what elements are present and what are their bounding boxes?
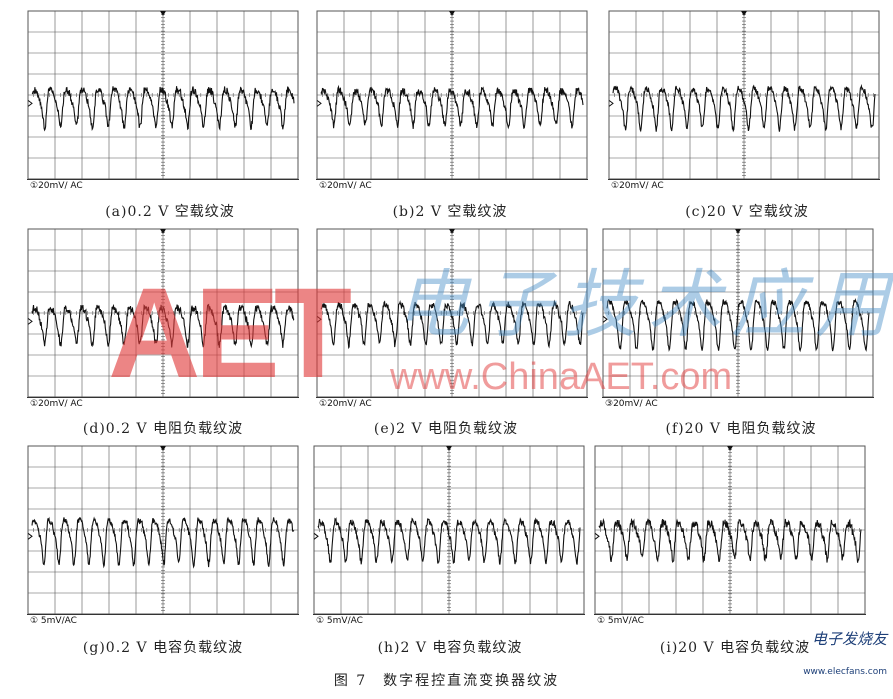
trigger-marker [727,446,733,451]
caption-e: (e)2 V 电阻负载纹波 [373,421,519,437]
ripple-trace [320,299,584,350]
trigger-marker [741,11,747,16]
scale-label: ①20mV/ AC [319,181,372,191]
channel-marker [27,532,33,540]
scope-screen [602,228,874,398]
scale-label: ①20mV/ AC [30,181,83,191]
ripple-trace [612,83,876,133]
caption-h: (h)2 V 电容负载纹波 [377,640,523,656]
scale-label: ①20mV/ AC [611,181,664,191]
channel-marker [594,532,600,540]
scope-screen [27,228,299,398]
scope-screen [316,10,588,180]
scope-panel-g: ① 5mV/AC [27,445,299,627]
scope-panel-b: ①20mV/ AC [316,10,588,192]
scope-panel-c: ①20mV/ AC [608,10,880,192]
ripple-trace [317,517,581,565]
scale-label: ①20mV/ AC [30,399,83,409]
ripple-trace [320,84,584,130]
scale-label: ① 5mV/AC [30,616,77,626]
caption-g: (g)0.2 V 电容负载纹波 [82,640,244,656]
ripple-trace [31,303,295,349]
scope-screen [313,445,585,615]
scale-label: ① 5mV/AC [316,616,363,626]
caption-b: (b)2 V 空载纹波 [392,204,508,220]
scope-panel-h: ① 5mV/AC [313,445,585,627]
scope-screen [316,228,588,398]
channel-marker [316,100,322,107]
ripple-trace [31,86,295,132]
trigger-marker [449,11,455,16]
channel-marker [313,532,319,540]
channel-marker [602,315,608,323]
trigger-marker [449,229,455,234]
trigger-marker [446,446,452,451]
figure-title: 图 7 数字程控直流变换器纹波 [333,673,560,689]
caption-d: (d)0.2 V 电阻负载纹波 [82,421,244,437]
ripple-trace [31,516,295,569]
trigger-marker [160,229,166,234]
scope-panel-e: ①20mV/ AC [316,228,588,410]
ripple-trace [606,297,870,353]
trigger-marker [735,229,741,234]
scope-panel-d: ①20mV/ AC [27,228,299,410]
scope-screen [27,10,299,180]
channel-marker [27,100,33,107]
caption-a: (a)0.2 V 空载纹波 [105,204,235,220]
ripple-trace [598,517,862,564]
caption-i: (i)20 V 电容负载纹波 [659,640,811,656]
scope-screen [27,445,299,615]
scope-screen [594,445,866,615]
channel-marker [27,318,33,325]
channel-marker [316,315,322,323]
channel-marker [608,100,614,107]
scope-panel-i: ① 5mV/AC [594,445,866,627]
trigger-marker [160,11,166,16]
caption-f: (f)20 V 电阻负载纹波 [665,421,817,437]
scale-label: ③20mV/ AC [605,399,658,409]
scope-screen [608,10,880,180]
scale-label: ① 5mV/AC [597,616,644,626]
caption-c: (c)20 V 空载纹波 [685,204,809,220]
trigger-marker [160,446,166,451]
scope-panel-f: ③20mV/ AC [602,228,874,410]
scale-label: ①20mV/ AC [319,399,372,409]
scope-panel-a: ①20mV/ AC [27,10,299,192]
